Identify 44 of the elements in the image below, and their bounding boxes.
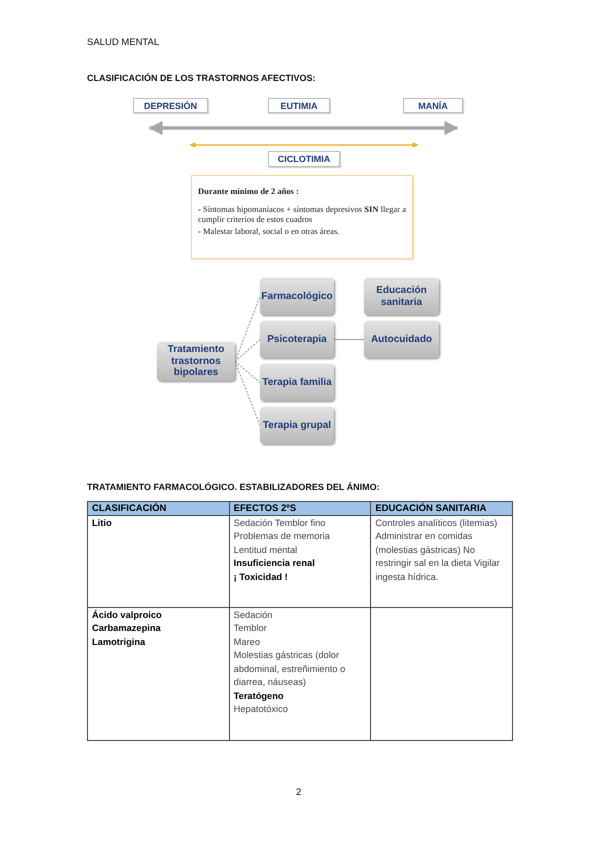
spectrum-arrow: [148, 121, 458, 135]
cell-text: Sedación: [234, 609, 274, 622]
note-heading: Durante mínimo de 2 años :: [198, 186, 300, 196]
cell-text: Teratógeno: [234, 690, 285, 703]
note-text: - Síntomas hipomaníacos + síntomas depresivos SIN llegar a cumplir criterios de estos cuadros: [198, 204, 406, 224]
cell-text: Lentitud mental: [234, 544, 298, 557]
branch-box: Terapia familia: [260, 364, 334, 401]
category-box: DEPRESIÓN: [133, 98, 208, 113]
category-box: EUTIMIA: [268, 98, 330, 113]
note-text: - Malestar laboral, social o en otras áreas.: [198, 226, 340, 236]
cell-text: Hepatotóxico: [234, 703, 289, 716]
branch-box: Terapia grupal: [260, 407, 334, 444]
cell-text: Carbamazepina: [92, 622, 162, 636]
note-card: [191, 175, 413, 259]
cell-text: Problemas de memoria: [234, 530, 331, 544]
section-heading: CLASIFICACIÓN DE LOS TRASTORNOS AFECTIVOS:: [87, 73, 316, 83]
category-box: MANÍA: [403, 98, 463, 113]
header-cell: CLASIFICACIÓN: [88, 502, 230, 516]
connector-line: [234, 296, 260, 362]
header-cell: EFECTOS 2ºS: [229, 502, 371, 516]
section-heading: TRATAMIENTO FARMACOLÓGICO. ESTABILIZADORES DEL ÁNIMO:: [87, 482, 380, 492]
root-box: Tratamiento trastornos bipolares: [157, 342, 235, 381]
header-cell: EDUCACIÓN SANITARIA: [370, 502, 512, 516]
connector-line: [234, 339, 260, 362]
page-number: 2: [296, 787, 302, 798]
branch-box: Psicoterapia: [260, 321, 334, 358]
category-box: CICLOTIMIA: [268, 151, 340, 167]
connector-line: [334, 339, 364, 340]
connector-line: [234, 361, 260, 383]
cell-text: Litio: [92, 517, 113, 530]
branch-box: Autocuidado: [364, 321, 439, 358]
page-header: SALUD MENTAL: [87, 37, 160, 48]
cell-text: Temblor: [234, 622, 268, 636]
cell-text: Insuficiencia renal: [234, 557, 316, 570]
cell-text: Sedación Temblor fino: [234, 517, 326, 530]
cell-text: Molestias gástricas (dolor abdominal, estreñimiento o diarrea, náuseas): [234, 649, 346, 690]
cell-text: Mareo: [234, 636, 262, 649]
cell-text: Controles analíticos (litemias) Administrar en comidas (molestias gástricas) No restringir sal en la dieta Vigilar ingesta hídrica.: [375, 517, 501, 584]
branch-box: Farmacológico: [260, 278, 334, 315]
cell-text: Lamotrigina: [92, 636, 146, 649]
cell-text: Ácido valproico: [92, 609, 163, 622]
cell-text: ¡ Toxicidad !: [234, 570, 289, 584]
connector-line: [234, 361, 260, 426]
branch-box: Educación sanitaria: [364, 278, 439, 315]
